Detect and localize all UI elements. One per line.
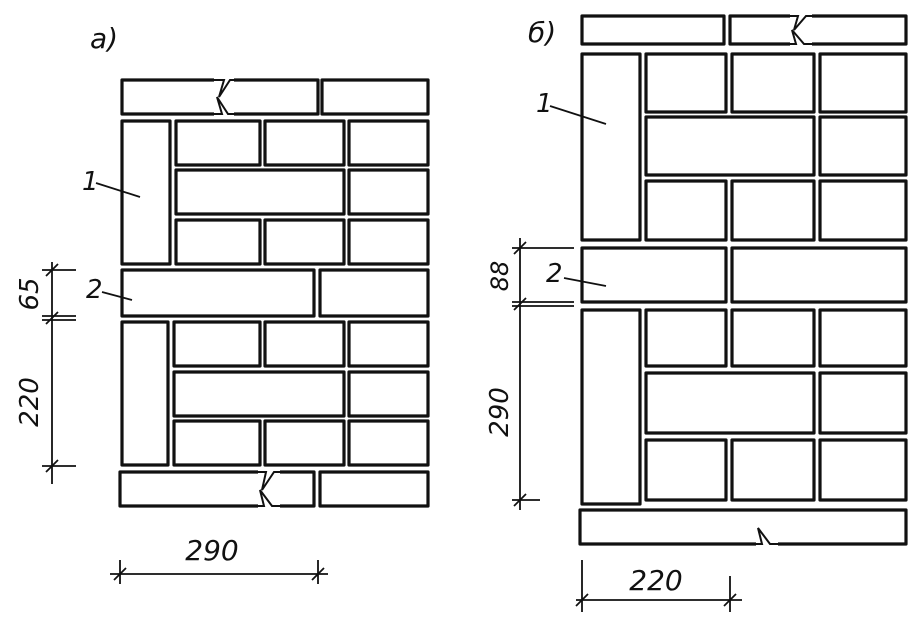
dimension-horizontal [110, 560, 328, 584]
brick-course-2 [580, 246, 728, 304]
brick [263, 119, 346, 167]
brick [263, 218, 346, 266]
brick-vertical [580, 52, 642, 242]
leader-line [563, 277, 607, 287]
brick [818, 115, 908, 177]
brick [174, 119, 262, 167]
callout-2: 2 [86, 275, 103, 305]
brick-vertical [120, 320, 170, 467]
brick [172, 419, 262, 467]
brick [118, 470, 316, 508]
brick [263, 320, 346, 368]
brick [644, 438, 728, 502]
brick-course-2 [120, 268, 316, 318]
dimension-horizontal [575, 560, 742, 612]
dimension-88: 88 [486, 261, 514, 292]
brick [818, 179, 908, 242]
brick-vertical [120, 119, 172, 266]
brick [644, 179, 728, 242]
brick [347, 119, 430, 167]
brick-vertical [580, 308, 642, 506]
brick [578, 508, 908, 546]
brick [818, 438, 908, 502]
brick [347, 320, 430, 368]
brick [172, 320, 262, 368]
brick [730, 246, 908, 304]
brick [320, 78, 430, 116]
break-line [214, 79, 236, 115]
brick [174, 218, 262, 266]
panel-b: б) 1 2 [485, 12, 908, 612]
dimension-220: 220 [629, 564, 682, 597]
brick [818, 371, 908, 435]
brick [730, 438, 816, 502]
brick [318, 470, 430, 508]
brick [174, 168, 346, 216]
brick [644, 115, 816, 177]
brick [172, 370, 346, 418]
dimension-65: 65 [15, 277, 45, 310]
panel-a: а) 1 2 [15, 22, 430, 584]
dimension-vertical [512, 238, 574, 510]
brick [347, 168, 430, 216]
leader-line [95, 182, 141, 198]
brick [347, 419, 430, 467]
dimension-290: 290 [185, 534, 238, 567]
brick [728, 14, 908, 46]
brick [818, 308, 908, 368]
brick [644, 52, 728, 114]
brick [318, 268, 430, 318]
break-line [756, 527, 778, 545]
brick [263, 419, 346, 467]
brick [644, 308, 728, 368]
leader-line [101, 291, 133, 301]
callout-1: 1 [536, 89, 553, 119]
dimension-vertical [42, 262, 76, 484]
brick [347, 218, 430, 266]
brick [730, 179, 816, 242]
break-line [790, 15, 812, 45]
dimension-220: 220 [15, 377, 45, 427]
brick [730, 308, 816, 368]
callout-2: 2 [546, 259, 563, 289]
brick [730, 52, 816, 114]
panel-b-label: б) [528, 16, 556, 49]
break-line [258, 471, 280, 507]
brick [347, 370, 430, 418]
brick [580, 14, 726, 46]
brick [818, 52, 908, 114]
brick [644, 371, 816, 435]
leader-line [549, 105, 607, 125]
callout-1: 1 [82, 167, 99, 197]
panel-a-label: а) [90, 22, 118, 55]
dimension-290: 290 [485, 387, 515, 437]
